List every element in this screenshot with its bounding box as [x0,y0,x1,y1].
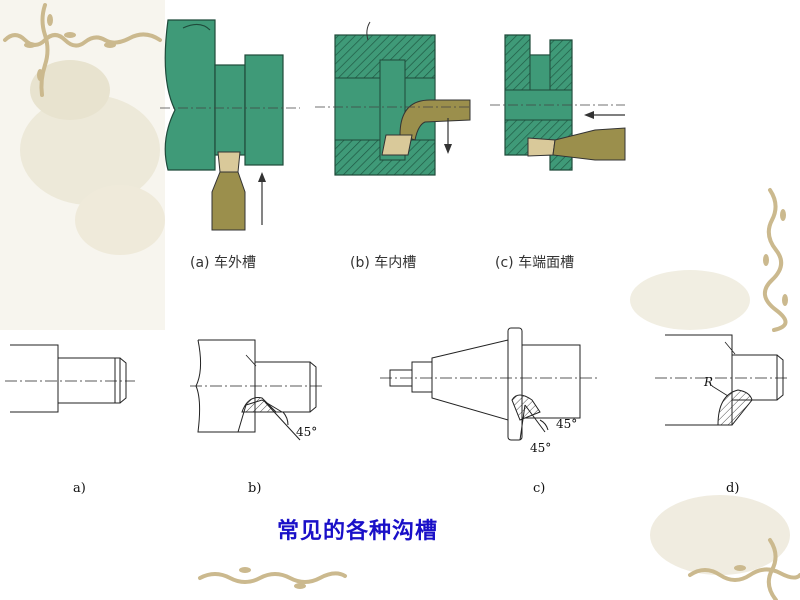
drawing-d-radius-groove [655,334,790,426]
drawing-a-plain-shaft [5,344,135,413]
sublabel-b: b) [248,481,262,496]
diagram-b-internal-groove [315,21,471,176]
diagram-c-face-groove [490,34,626,171]
caption-external-groove: (a) 车外槽 [190,255,256,271]
slide-title: 常见的各种沟槽 [277,519,439,544]
sublabel-c: c) [533,481,546,496]
angle-label-b: 45° [296,425,317,439]
caption-internal-groove: (b) 车内槽 [350,255,417,271]
drawing-b-45-groove [190,339,325,441]
diagram-a-external-groove [160,19,300,231]
sublabel-d: d) [726,481,740,496]
angle-label-c-bottom: 45° [530,441,551,455]
caption-face-groove: (c) 车端面槽 [495,255,575,271]
sublabel-a: a) [73,481,86,496]
angle-label-c-right: 45° [556,417,577,431]
radius-label-d: R [703,375,713,389]
drawing-c-double-45-groove [380,327,600,441]
